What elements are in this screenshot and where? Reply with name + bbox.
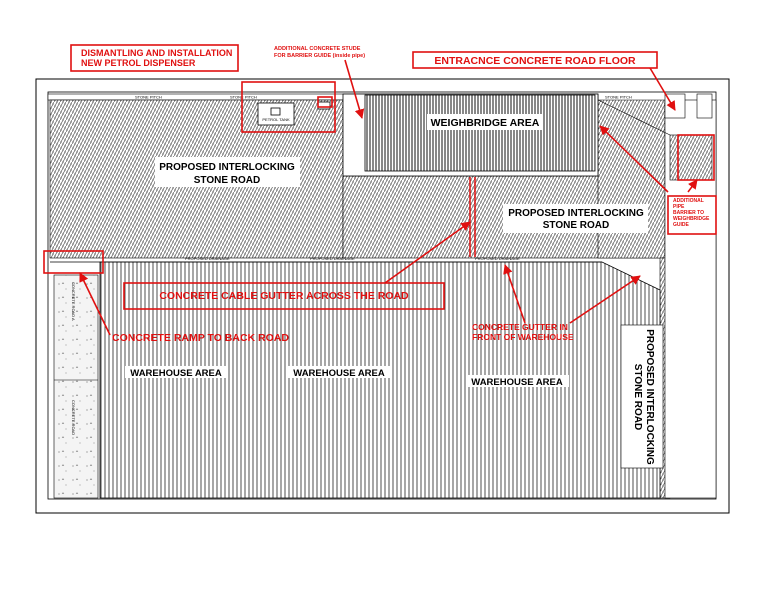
interlock-vertical-label-1: PROPOSED INTERLOCKING — [644, 329, 655, 465]
interlock-left-label-box — [155, 157, 300, 187]
gutter-warehouse-line1: CONCRETE GUTTER IN — [472, 322, 568, 332]
concrete-stude-line1: ADDITIONAL CONCRETE STUDE — [274, 46, 361, 52]
ramp-highlight-box — [43, 250, 104, 274]
interlock-vertical-box — [620, 324, 664, 469]
weighbridge-label-box — [427, 114, 543, 130]
entrance-road-callout-label: ENTRACNCE CONCRETE ROAD FLOOR — [434, 55, 636, 67]
warehouse-area-label-1: WAREHOUSE AREA — [130, 368, 222, 379]
pipe-barrier-line5: GUIDE — [673, 222, 690, 228]
entrance-gatepost — [696, 93, 713, 119]
entrance-road-arrow — [649, 67, 676, 111]
concrete-stude-highlight — [317, 96, 333, 108]
interlock-vertical-label-2: STONE ROAD — [632, 364, 643, 431]
entrance-road-callout-box — [412, 51, 658, 69]
interlock-right-label-2: STONE ROAD — [543, 220, 610, 231]
pipe-barrier-arrow-1 — [599, 125, 669, 193]
ramp-arrow — [79, 272, 111, 336]
dispenser-callout-box — [70, 44, 239, 72]
cable-gutter-arrow — [384, 221, 471, 284]
warehouse-area-label-3: WAREHOUSE AREA — [471, 377, 563, 388]
warehouse-label-box-1 — [125, 366, 228, 378]
cable-gutter-callout-box — [123, 282, 445, 310]
stone-pitch-label-1: STONE PITCH — [135, 95, 162, 100]
pipe-barrier-line2: PIPE — [673, 204, 685, 210]
concrete-road-label-a: CONCRETE ROAD A — [71, 282, 76, 321]
weighbridge-platform — [364, 94, 596, 172]
cable-gutter-callout-label: CONCRETE CABLE GUTTER ACROSS THE ROAD — [159, 290, 409, 302]
stone-pitch-label-2: STONE PITCH — [230, 95, 257, 100]
dispenser-callout-line1: DISMANTLING AND INSTALLATION — [81, 48, 232, 58]
interlock-left-label-1: PROPOSED INTERLOCKING — [159, 162, 295, 173]
concrete-stude-line2: FOR BARRIER GUIDE (inside pipe) — [274, 53, 365, 59]
gutter-warehouse-arrow-2 — [569, 275, 641, 324]
dispenser-callout-line2: NEW PETROL DISPENSER — [81, 58, 196, 68]
gutter-warehouse-arrow-1 — [503, 264, 526, 324]
pipe-barrier-callout-box — [667, 195, 717, 235]
interlock-left-label-2: STONE ROAD — [194, 175, 261, 186]
petrol-tank-icon — [270, 107, 281, 116]
interlock-right-label-box — [503, 204, 648, 233]
entrance-curve — [597, 99, 671, 136]
pipe-barrier-line1: ADDITIONAL — [673, 198, 704, 204]
drawing-border — [35, 78, 730, 514]
warehouse-label-box-3 — [466, 375, 569, 387]
dispenser-unit — [317, 101, 331, 110]
dispenser-highlight-box — [241, 81, 336, 133]
entrance-hatch-corner — [669, 134, 713, 181]
warehouse-label-box-2 — [288, 366, 391, 378]
ramp-callout-label: CONCRETE RAMP TO BACK ROAD — [112, 332, 289, 344]
interlock-right-label-1: PROPOSED INTERLOCKING — [508, 208, 644, 219]
concrete-stude-arrow — [344, 59, 365, 119]
pipe-barrier-arrow-2 — [687, 179, 698, 193]
drainage-label-1: PROPOSED DRAINAGE — [185, 256, 230, 261]
concrete-back-road — [53, 274, 99, 499]
petrol-tank-label: PETROL TANK — [262, 117, 290, 122]
concrete-road-label-b: CONCRETE ROAD — [71, 400, 76, 435]
drainage-label-3: PROPOSED DRAINAGE — [475, 256, 520, 261]
drainage-label-2: PROPOSED DRAINAGE — [310, 256, 355, 261]
pipe-barrier-line4: WEIGHBRIDGE — [673, 216, 710, 222]
weighbridge-area-label: WEIGHBRIDGE AREA — [431, 117, 540, 129]
pipe-barrier-line3: BARRIER TO — [673, 210, 704, 216]
warehouse-area-label-2: WAREHOUSE AREA — [293, 368, 385, 379]
gutter-warehouse-line2: FRONT OF WAREHOUSE — [472, 332, 574, 342]
stone-pitch-label-3: STONE PITCH — [605, 95, 632, 100]
